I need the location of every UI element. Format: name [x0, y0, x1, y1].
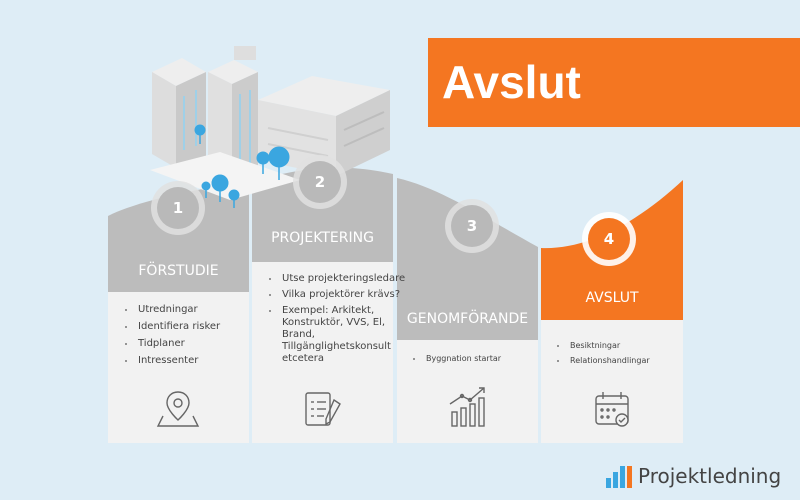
- checklist-icon: [305, 392, 341, 426]
- phase-title-1: FÖRSTUDIE: [138, 263, 219, 279]
- list-item: Exempel: Arkitekt, Konstruktör, VVS, El,…: [280, 305, 408, 365]
- banner-title: Avslut: [442, 56, 581, 108]
- phase-items-2: Utse projekteringsledare Vilka projektör…: [260, 273, 408, 369]
- list-item: Intressenter: [136, 354, 254, 367]
- card-bg-3: [397, 340, 538, 443]
- list-item: Utse projekteringsledare: [280, 273, 408, 285]
- card-bg-4: [541, 320, 683, 443]
- title-banner: Avslut: [428, 38, 800, 127]
- list-item: Besiktningar: [568, 340, 696, 351]
- phase-number-3: 3: [451, 205, 493, 247]
- list-item: Byggnation startar: [424, 353, 552, 364]
- phase-items-4: Besiktningar Relationshandlingar: [548, 340, 696, 370]
- phase-title-2: PROJEKTERING: [271, 230, 374, 246]
- header-shape-3: [397, 178, 538, 340]
- list-item: Relationshandlingar: [568, 355, 696, 366]
- phase-title-4: AVSLUT: [585, 290, 639, 306]
- phase-number-2: 2: [299, 161, 341, 203]
- logo-icon: [606, 466, 632, 488]
- header-shape-1: [108, 182, 249, 292]
- phase-items-3: Byggnation startar: [404, 353, 552, 368]
- list-item: Utredningar: [136, 303, 254, 316]
- phase-items-1: Utredningar Identifiera risker Tidplaner…: [116, 303, 254, 371]
- phase-title-3: GENOMFÖRANDE: [406, 311, 529, 327]
- list-item: Tidplaner: [136, 337, 254, 350]
- card-bg-1: [108, 292, 249, 443]
- list-item: Vilka projektörer krävs?: [280, 289, 408, 301]
- growth-chart-icon: [449, 387, 485, 427]
- calendar-check-icon: [595, 392, 629, 427]
- phase-number-1: 1: [157, 187, 199, 229]
- logo-text: Projektledning: [638, 464, 782, 488]
- card-bg-2: [252, 262, 393, 443]
- header-shape-2: [252, 167, 393, 262]
- phase-number-4: 4: [588, 218, 630, 260]
- list-item: Identifiera risker: [136, 320, 254, 333]
- map-pin-icon: [156, 391, 200, 427]
- buildings-illustration: [150, 46, 390, 208]
